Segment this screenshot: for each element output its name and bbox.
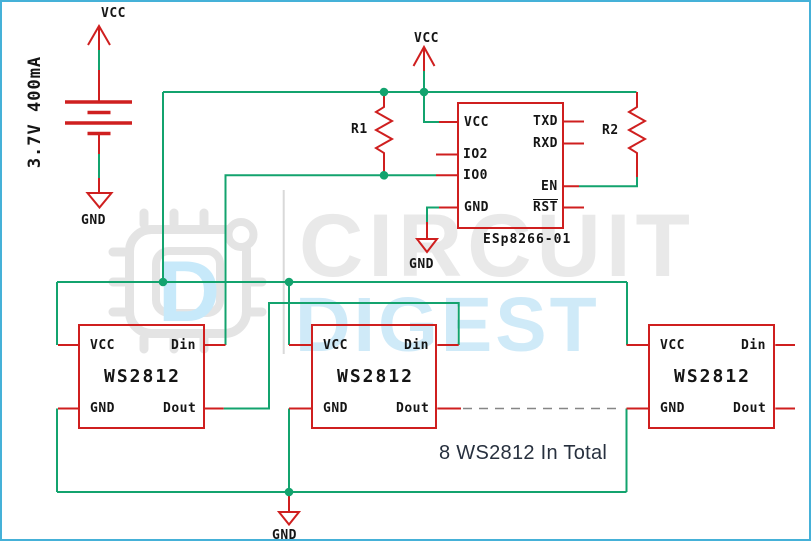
esp-gnd-flag-label: GND [409,257,434,272]
ws3-title: WS2812 [674,366,752,387]
esp8266-box [457,102,564,229]
watermark-text-circuit: CIRCUIT [299,195,695,295]
esp-pin-io2: IO2 [463,147,488,162]
red-components [58,24,795,527]
esp-pin-stubs [436,120,584,209]
ws2-pin-stubs [289,344,461,410]
esp-pin-rxd: RXD [533,136,558,151]
ws1-title: WS2812 [104,366,182,387]
wire-vcc-flag-to-esp [423,70,439,123]
battery-vcc-label: VCC [101,6,126,21]
resistor-r2-symbol [626,92,648,177]
esp-pin-en: EN [541,179,558,194]
esp-pin-vcc: VCC [464,115,489,130]
ws2-pin-gnd: GND [323,401,348,416]
ws2-pin-dout: Dout [396,401,430,416]
watermark-logo-letter: D [158,244,221,340]
ws2-pin-din: Din [404,338,429,353]
ws3-pin-dout: Dout [733,401,767,416]
ws1-pin-stubs [58,344,226,410]
junction-dot [379,171,389,180]
junction-dot [419,87,429,97]
ws3-pin-stubs [626,344,795,410]
ws2812-box-3 [648,324,775,429]
ws1-pin-vcc: VCC [90,338,115,353]
wire-r2-to-en [579,176,638,188]
green-wires [56,49,638,493]
battery-gnd-arrow-icon [85,192,114,210]
esp-pin-gnd: GND [464,200,489,215]
bottom-gnd-arrow-icon [276,511,302,527]
ws2812-box-2 [311,324,437,429]
junction-dot [379,87,389,97]
ws1-pin-din: Din [171,338,196,353]
battery-icon [65,24,132,210]
resistor-r1-label: R1 [351,122,368,137]
wire-io0-to-ws1-din [224,174,436,345]
ws3-pin-vcc: VCC [660,338,685,353]
wire-ws1-dout-to-ws2-din [223,302,460,410]
total-count-note: 8 WS2812 In Total [439,442,608,464]
bottom-gnd-flag-label: GND [272,528,297,541]
ws1-pin-gnd: GND [90,401,115,416]
wire-esp-gnd [426,206,439,223]
ws2812-box-1 [78,324,205,429]
esp-gnd-arrow-icon [414,238,440,254]
esp-pin-rst: RST [533,200,558,215]
junction-dots [158,87,429,497]
esp-pin-txd: TXD [533,114,558,129]
ws2-pin-vcc: VCC [323,338,348,353]
esp-pin-io0: IO0 [463,168,488,183]
junction-dot [284,277,294,287]
battery-gnd-label: GND [81,213,106,228]
battery-vcc-arrow-icon [87,24,111,50]
esp-part-label: ESp8266-01 [483,232,572,247]
battery-rating-label: 3.7V 400mA [25,55,45,169]
vcc-flag-arrow-icon [412,44,436,71]
junction-dot [158,277,168,287]
resistor-r2-label: R2 [602,123,619,138]
ws1-pin-dout: Dout [163,401,197,416]
junction-dot [284,487,294,497]
ws3-pin-din: Din [741,338,766,353]
resistor-r1-symbol [373,92,395,176]
vcc-flag-label: VCC [414,31,439,46]
ws2-title: WS2812 [337,366,415,387]
ws3-pin-gnd: GND [660,401,685,416]
